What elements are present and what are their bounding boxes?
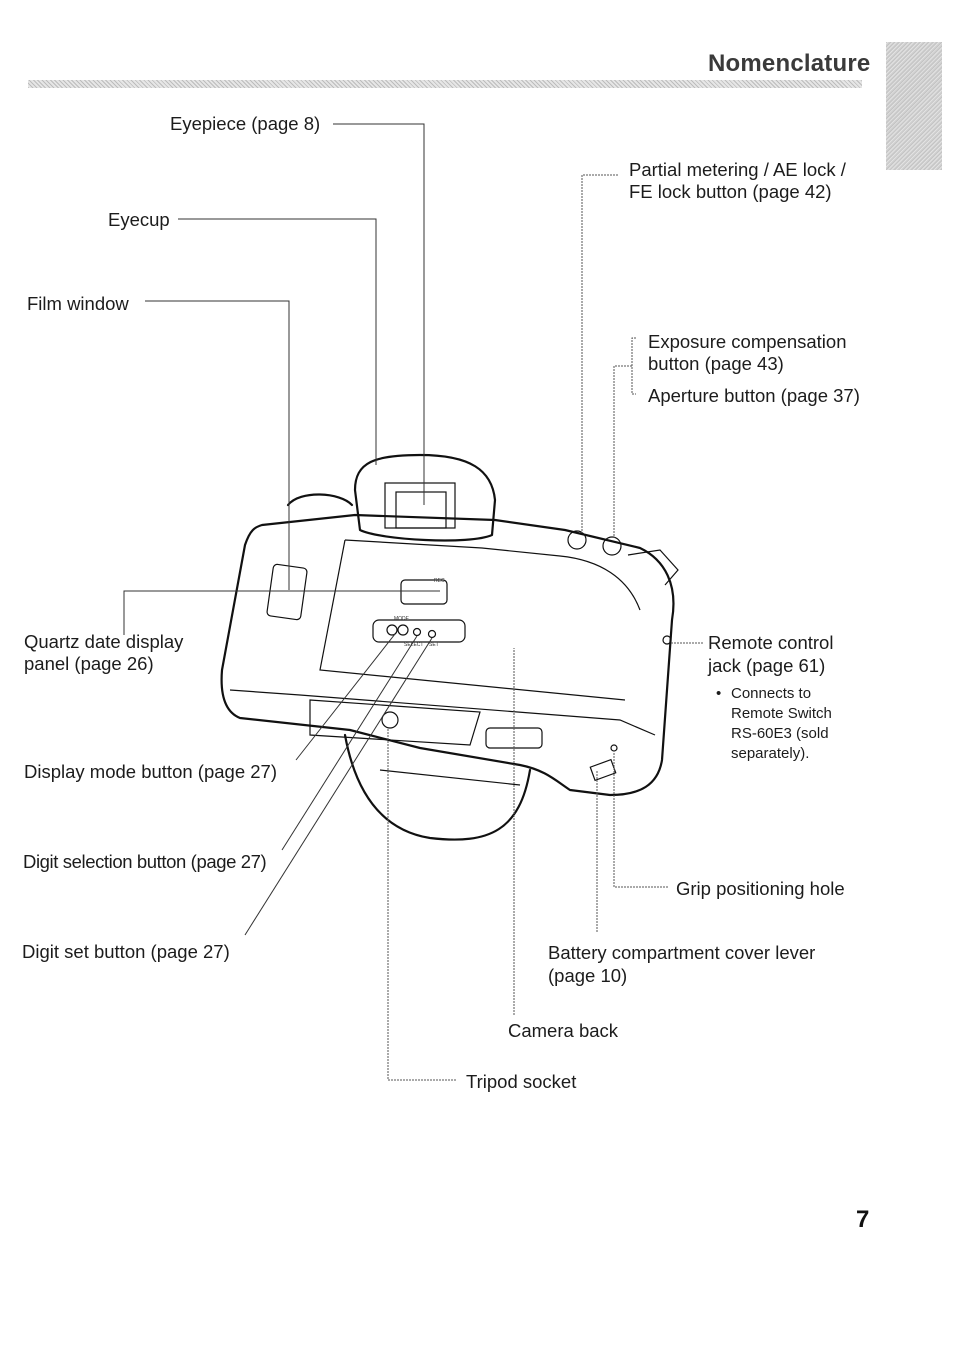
page-number: 7 bbox=[856, 1206, 870, 1233]
tripod-socket-shape bbox=[381, 711, 399, 729]
strap-lug bbox=[627, 549, 679, 586]
remote-note-line: Remote Switch bbox=[731, 705, 832, 722]
leader-lines bbox=[123, 123, 703, 1081]
leader-eyecup bbox=[178, 218, 377, 465]
leader-grip-hole bbox=[613, 752, 668, 888]
eyecup-shape bbox=[353, 453, 497, 542]
set-marking: SET bbox=[429, 642, 439, 648]
remote-jack-shape bbox=[662, 635, 672, 645]
label-digit-selection: Digit selection button (page 27) bbox=[23, 851, 267, 872]
leader-eyepiece bbox=[333, 123, 425, 505]
label-exposure-comp-1: Exposure compensation bbox=[648, 331, 847, 352]
label-battery-lever-2: (page 10) bbox=[548, 965, 628, 986]
header-rule bbox=[28, 80, 862, 88]
date-button-strip bbox=[372, 619, 466, 643]
label-quartz-date-1: Quartz date display bbox=[24, 631, 184, 652]
label-battery-lever-1: Battery compartment cover lever bbox=[548, 942, 816, 963]
remote-note-line: Connects to bbox=[731, 685, 812, 702]
camera-illustration bbox=[220, 453, 679, 841]
ae-lock-button-shape bbox=[567, 530, 587, 550]
label-partial-metering-1: Partial metering / AE lock / bbox=[629, 159, 846, 180]
remote-note-line: separately). bbox=[731, 745, 810, 762]
leader-digit-set bbox=[244, 637, 433, 936]
back-door-left bbox=[319, 539, 626, 701]
remote-note-line: RS-60E3 (sold bbox=[731, 725, 829, 742]
label-exposure-comp-2: button (page 43) bbox=[648, 353, 784, 374]
battery-lever-shape bbox=[589, 758, 617, 782]
label-quartz-date-2: panel (page 26) bbox=[24, 653, 154, 674]
mode-marking: MODE bbox=[394, 616, 410, 622]
left-dial bbox=[286, 493, 354, 507]
aperture-button-shape bbox=[602, 536, 622, 556]
body-line bbox=[229, 689, 656, 736]
select-marking: SELECT bbox=[404, 642, 423, 648]
section-title: Nomenclature bbox=[708, 50, 871, 77]
leader-quartz-date bbox=[123, 590, 440, 635]
label-film-window: Film window bbox=[27, 293, 129, 314]
label-remote-jack-1: Remote control bbox=[708, 632, 834, 653]
leader-tripod-socket bbox=[387, 728, 456, 1081]
film-window-shape bbox=[266, 563, 308, 621]
label-display-mode: Display mode button (page 27) bbox=[24, 761, 277, 782]
bottom-grille bbox=[309, 699, 481, 746]
label-tripod-socket: Tripod socket bbox=[466, 1071, 577, 1092]
grip-hole-shape bbox=[610, 744, 618, 752]
leader-film-window bbox=[145, 300, 290, 590]
leader-display-mode bbox=[295, 633, 396, 761]
label-digit-set: Digit set button (page 27) bbox=[22, 941, 230, 962]
label-aperture: Aperture button (page 37) bbox=[648, 385, 860, 406]
remote-note-bullet: • bbox=[716, 685, 722, 702]
rec-marking: REC bbox=[434, 578, 445, 584]
back-door-top bbox=[344, 539, 641, 611]
label-eyecup: Eyecup bbox=[108, 209, 170, 230]
label-partial-metering-2: FE lock button (page 42) bbox=[629, 181, 832, 202]
date-display-window bbox=[400, 579, 448, 605]
label-remote-jack-2: jack (page 61) bbox=[708, 655, 826, 676]
leader-exposure-aperture bbox=[613, 337, 636, 538]
lens bbox=[343, 733, 532, 841]
leader-partial-metering bbox=[581, 174, 618, 533]
mode-button-shape bbox=[386, 624, 398, 636]
eyepiece-inner bbox=[395, 491, 447, 529]
section-thumb-tab bbox=[886, 42, 942, 170]
label-grip-hole: Grip positioning hole bbox=[676, 878, 845, 899]
label-camera-back: Camera back bbox=[508, 1020, 619, 1041]
label-eyepiece: Eyepiece (page 8) bbox=[170, 113, 321, 134]
set-button-shape bbox=[427, 629, 437, 639]
select-button-shape bbox=[412, 627, 422, 637]
camera-body bbox=[220, 513, 675, 797]
leader-digit-selection bbox=[281, 635, 418, 851]
